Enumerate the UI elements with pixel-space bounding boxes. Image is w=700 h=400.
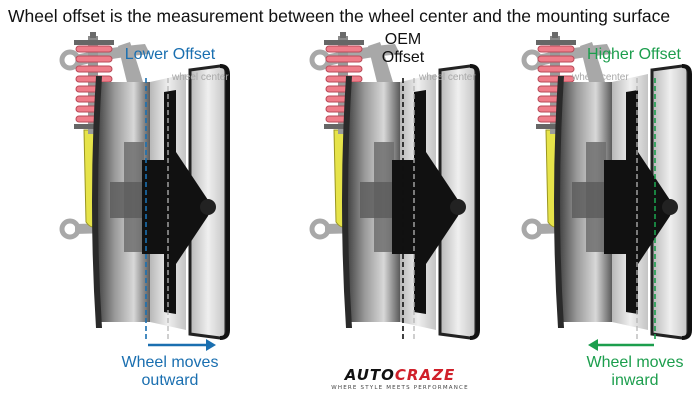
wheel-center-label-3: wheel center: [572, 72, 629, 83]
higher-offset-label: Higher Offset: [587, 46, 681, 63]
bottom-label-line-1: Wheel moves: [586, 354, 684, 371]
oem-label-line-2: Offset: [381, 49, 425, 67]
oem-offset-label: OEM Offset: [358, 31, 448, 68]
brand-tagline: WHERE STYLE MEETS PERFORMANCE: [331, 385, 469, 391]
oem-label-line-1: OEM: [384, 31, 422, 48]
arrow-right-icon: [148, 339, 216, 351]
wheel-moves-inward-label: Wheel moves inward: [575, 354, 695, 391]
bottom-label-line-2: inward: [611, 372, 659, 390]
brand-name-part-2: CRAZE: [394, 366, 456, 384]
wheel-center-label-1: wheel center: [172, 72, 229, 83]
arrow-left-icon: [588, 339, 654, 351]
autocraze-logo: AUTOCRAZE WHERE STYLE MEETS PERFORMANCE: [330, 366, 470, 391]
wheel-center-label-2: wheel center: [419, 72, 476, 83]
bottom-label-line-2: outward: [141, 372, 199, 390]
wheel-moves-outward-label: Wheel moves outward: [95, 354, 245, 391]
lower-offset-label: Lower Offset: [124, 46, 216, 63]
diagram-title: Wheel offset is the measurement between …: [8, 6, 671, 26]
brand-name-part-1: AUTO: [344, 366, 395, 384]
bottom-label-line-1: Wheel moves: [121, 354, 219, 371]
